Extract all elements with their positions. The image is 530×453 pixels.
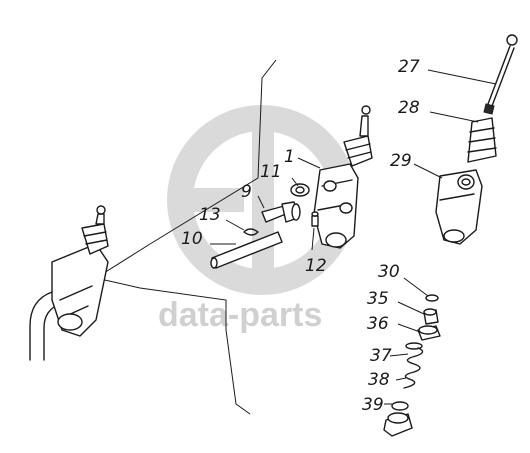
callout-29: 29 xyxy=(390,151,412,171)
callout-12: 12 xyxy=(305,256,327,276)
part-30-ring xyxy=(425,294,439,302)
part-13-clip xyxy=(243,228,259,236)
boundary-line xyxy=(94,59,277,415)
part-38-spring xyxy=(403,347,424,389)
left-master-cylinder xyxy=(29,205,109,361)
callout-37: 37 xyxy=(370,346,392,366)
callout-10: 10 xyxy=(181,229,203,249)
leader-lines xyxy=(210,69,497,405)
part-10-hose xyxy=(210,231,283,269)
part-39-plug xyxy=(383,401,413,437)
part-37-washer xyxy=(405,342,423,350)
callout-36: 36 xyxy=(367,314,389,334)
part-36-nut xyxy=(417,325,441,341)
part-29-housing xyxy=(435,169,483,245)
callout-27: 27 xyxy=(398,57,420,77)
part-35-seal xyxy=(423,308,439,325)
part-9-bolt xyxy=(261,201,301,223)
part-1-cylinder-body xyxy=(313,105,373,249)
callout-28: 28 xyxy=(398,98,420,118)
callout-30: 30 xyxy=(378,262,400,282)
callout-35: 35 xyxy=(367,289,389,309)
part-28-boot xyxy=(467,117,497,163)
part-11-nut xyxy=(290,183,310,197)
callout-38: 38 xyxy=(368,370,390,390)
part-12-fitting xyxy=(311,211,319,227)
callout-13: 13 xyxy=(199,205,221,225)
watermark-text: data-parts xyxy=(158,296,322,334)
callout-39: 39 xyxy=(362,395,384,415)
callout-9: 9 xyxy=(241,182,252,202)
callout-11: 11 xyxy=(260,162,282,182)
callout-1: 1 xyxy=(284,147,295,167)
callout-labels: 1 9 10 11 12 13 27 28 29 30 35 36 37 38 … xyxy=(181,57,420,415)
part-27-push-rod xyxy=(483,34,518,115)
